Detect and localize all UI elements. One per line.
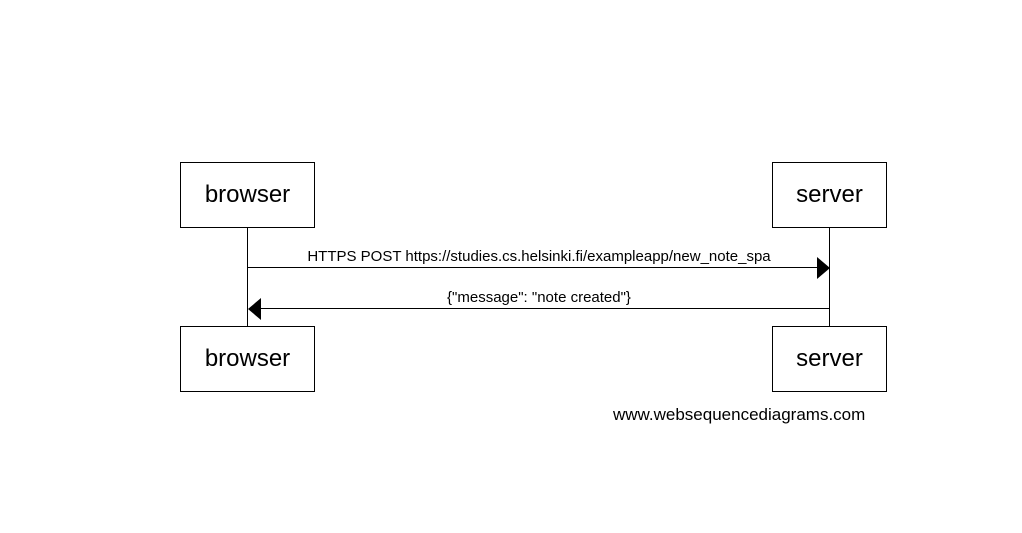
participant-browser-bottom: browser xyxy=(180,326,315,392)
watermark: www.websequencediagrams.com xyxy=(613,405,866,424)
participant-server-bottom-label: server xyxy=(796,345,863,372)
participant-server-bottom: server xyxy=(772,326,887,392)
message-1-line xyxy=(248,267,818,268)
message-2-line xyxy=(260,308,829,309)
message-1-arrowhead-icon xyxy=(817,257,830,279)
participant-server-top: server xyxy=(772,162,887,228)
message-1-label: HTTPS POST https://studies.cs.helsinki.f… xyxy=(307,248,771,265)
message-2-arrowhead-icon xyxy=(248,298,261,320)
participant-server-top-label: server xyxy=(796,181,863,208)
message-2-label: {"message": "note created"} xyxy=(447,289,631,306)
browser-lifeline xyxy=(247,228,248,326)
participant-browser-bottom-label: browser xyxy=(204,345,291,372)
participant-browser-top-label: browser xyxy=(204,181,291,208)
participant-browser-top: browser xyxy=(180,162,315,228)
